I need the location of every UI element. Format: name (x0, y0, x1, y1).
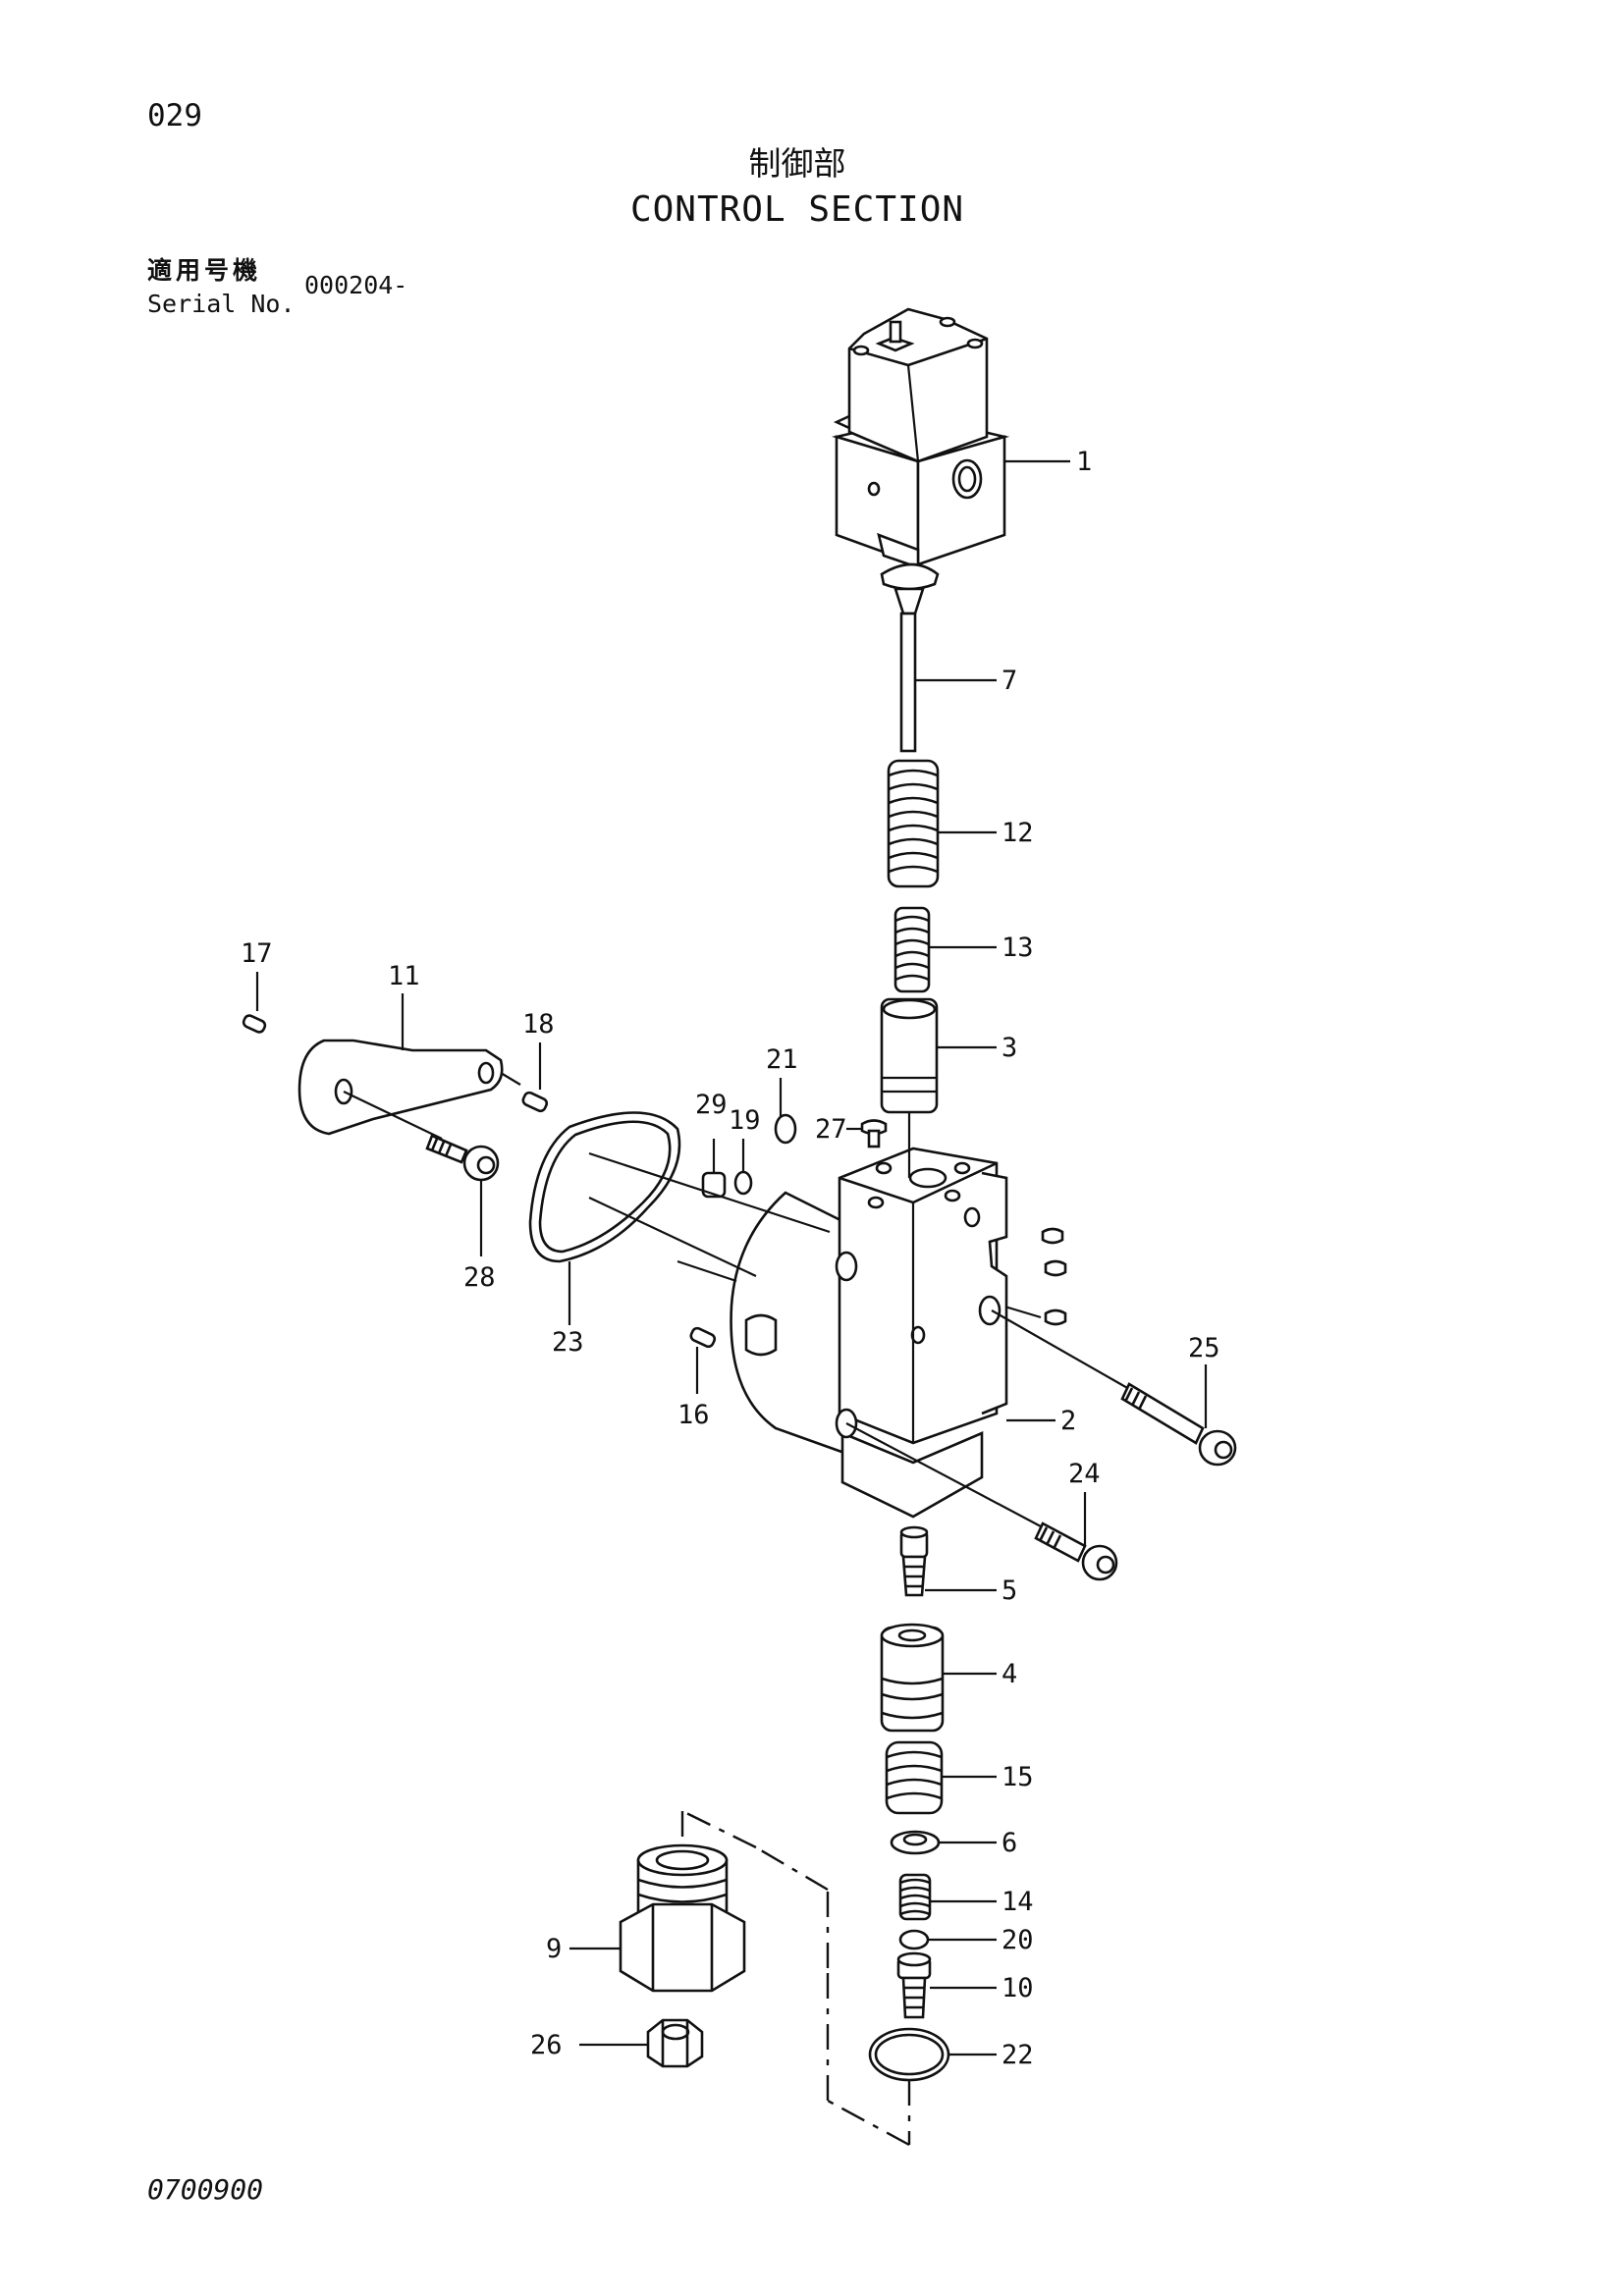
callout-29: 29 (695, 1090, 728, 1120)
part-11-lever (298, 993, 504, 1136)
callout-26: 26 (530, 2030, 563, 2060)
callout-15: 15 (1001, 1762, 1034, 1792)
callout-10: 10 (1001, 1973, 1034, 2003)
callout-22: 22 (1001, 2040, 1034, 2070)
page-number: 029 (147, 98, 202, 133)
part-9-plug (569, 1843, 746, 1993)
part-25-bolt (991, 1309, 1237, 1467)
callout-5: 5 (1001, 1575, 1017, 1606)
part-24-bolt (845, 1422, 1118, 1581)
callout-labels: 1 2 3 4 5 6 7 9 10 11 12 13 14 15 16 17 … (241, 447, 1220, 2070)
part-15-spring (885, 1740, 997, 1815)
part-1-solenoid-valve (831, 307, 1070, 569)
document-code: 0700900 (147, 2173, 264, 2206)
part-26-nut (579, 2018, 704, 2068)
callout-4: 4 (1001, 1659, 1017, 1689)
part-10-adjust-screw (896, 1951, 997, 2019)
part-22-o-ring (868, 2027, 997, 2082)
serial-label-japanese: 適用号機 (147, 256, 262, 285)
assembly-dash-lines (680, 1809, 911, 2147)
part-12-spring (887, 759, 997, 888)
callout-21: 21 (766, 1044, 798, 1075)
callout-1: 1 (1076, 447, 1092, 477)
serial-value: 000204- (304, 271, 408, 299)
callout-19: 19 (729, 1105, 761, 1136)
page-title: CONTROL SECTION (629, 189, 965, 230)
callout-9: 9 (546, 1934, 562, 1964)
part-23-o-ring (528, 1111, 681, 1325)
part-14-spring (898, 1873, 997, 1921)
part-5-poppet (899, 1525, 997, 1597)
pins (242, 972, 717, 1394)
page-title-japanese: 制御部 (748, 144, 846, 183)
part-4-piston (880, 1623, 997, 1733)
callout-17: 17 (241, 938, 273, 969)
callout-27: 27 (815, 1114, 847, 1145)
part-6-washer (890, 1830, 997, 1855)
part-20-ring (898, 1929, 997, 1950)
small-fasteners (701, 1078, 1067, 1326)
callout-25: 25 (1188, 1333, 1220, 1363)
callout-14: 14 (1001, 1887, 1034, 1917)
callout-28: 28 (463, 1262, 496, 1293)
callout-16: 16 (677, 1400, 710, 1430)
callout-18: 18 (522, 1009, 555, 1040)
callout-7: 7 (1001, 666, 1017, 696)
callout-11: 11 (388, 961, 420, 991)
part-3-sleeve (880, 997, 997, 1114)
serial-label: Serial No. (147, 290, 296, 318)
callout-24: 24 (1068, 1459, 1101, 1489)
callout-2: 2 (1060, 1406, 1076, 1436)
part-2-housing (730, 1147, 1056, 1519)
part-13-spring (893, 906, 997, 993)
callout-6: 6 (1001, 1828, 1017, 1858)
callout-20: 20 (1001, 1925, 1034, 1955)
callout-3: 3 (1001, 1033, 1017, 1063)
assembly-center-lines (588, 1112, 911, 1283)
part-28-bolt (343, 1091, 500, 1256)
callout-13: 13 (1001, 933, 1034, 963)
callout-12: 12 (1001, 818, 1034, 848)
callout-23: 23 (552, 1327, 584, 1358)
part-7-pin (880, 562, 997, 753)
